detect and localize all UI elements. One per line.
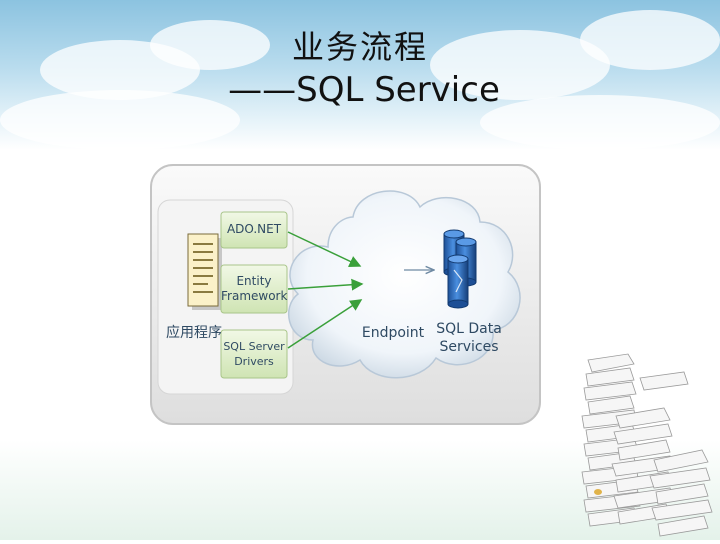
sql-data-services-label: SQL Data Services [432,320,506,356]
sql-server-drivers-label: SQL Server Drivers [218,339,290,369]
architecture-diagram: 应用程序 ADO.NET Entity Framework SQL Server… [148,162,543,427]
slide-subtitle: ——SQL Service [4,70,720,110]
slide-title: 业务流程 [0,22,720,68]
paper-stacks-decoration [578,350,720,540]
ado-net-label: ADO.NET [221,222,287,237]
document-icon [188,234,222,310]
entity-framework-label: Entity Framework [221,274,287,304]
endpoint-label: Endpoint [353,325,433,341]
diagram-canvas [148,162,543,427]
